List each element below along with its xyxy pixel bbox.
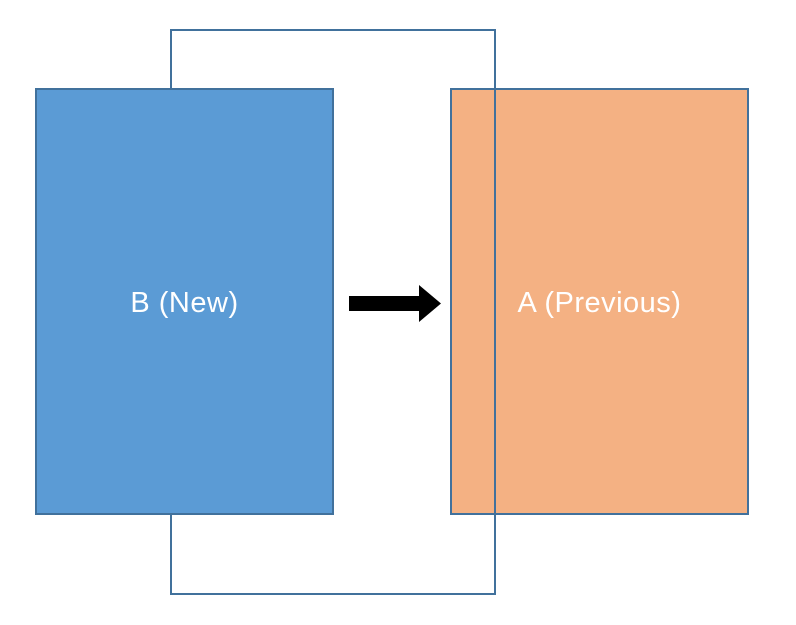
box-b-new: B (New)	[35, 88, 334, 515]
box-a-previous-label: A (Previous)	[517, 286, 682, 319]
box-b-new-label: B (New)	[130, 286, 239, 319]
box-a-previous: A (Previous)	[450, 88, 749, 515]
right-arrow-icon	[349, 285, 441, 322]
